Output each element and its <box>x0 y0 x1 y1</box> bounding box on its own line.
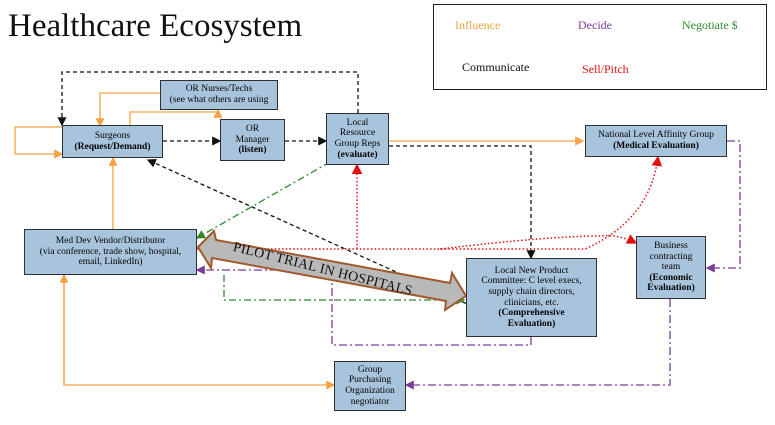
surgeons-to-or-nurses-arrow <box>129 108 223 126</box>
or-manager-line3: (listen) <box>238 145 267 156</box>
resource-to-committee-arrow <box>389 145 536 260</box>
or-manager-box: OR Manager (listen) <box>220 119 285 161</box>
vendor-line1: Med Dev Vendor/Distributor <box>55 236 166 247</box>
vendor-to-national-sell-arrow <box>197 155 663 250</box>
or-nurses-line2: (see what others are using <box>169 95 269 105</box>
page-title: Healthcare Ecosystem <box>8 8 303 44</box>
or-nurses-line1: OR Nurses/Techs <box>185 84 253 95</box>
legend-sell-label: Sell/Pitch <box>582 62 629 76</box>
gpo-line4: negotiator <box>350 396 390 407</box>
resource-to-vendor-negotiate-arrow <box>195 161 331 239</box>
gpo-box: Group Purchasing Organization negotiator <box>334 361 406 411</box>
committee-line6: Evaluation) <box>507 318 556 329</box>
committee-line5: (Comprehensive <box>498 308 565 319</box>
vendor-to-committee-negotiate-arrow <box>223 275 466 305</box>
national-box: National Level Affinity Group (Medical E… <box>585 125 727 157</box>
gpo-line3: Organization <box>345 386 395 396</box>
surgeons-line2: (Request/Demand) <box>74 141 151 152</box>
committee-line1: Local New Product <box>494 265 569 276</box>
or-manager-line1: OR <box>245 124 260 135</box>
legend-box <box>433 4 767 90</box>
gpo-line1: Group <box>357 364 383 375</box>
vendor-line2: (via conference, trade show, hospital, <box>39 246 182 257</box>
business-line3: team <box>661 262 681 273</box>
vendor-to-business-sell-arrow <box>439 234 638 250</box>
national-line1: National Level Affinity Group <box>598 130 714 141</box>
surgeons-line1: Surgeons <box>94 130 131 141</box>
local-resource-box: Local Resource Group Reps (evaluate) <box>326 113 389 165</box>
legend-negotiate-label: Negotiate $ <box>682 18 738 32</box>
business-line1: Business <box>654 240 688 251</box>
local-resource-line4: (evaluate) <box>337 149 378 160</box>
local-resource-line1: Local <box>346 117 369 128</box>
surgeons-box: Surgeons (Request/Demand) <box>62 125 163 158</box>
vendor-box: Med Dev Vendor/Distributor (via conferen… <box>24 229 197 275</box>
resource-to-surgeons-top-arrow <box>57 71 359 127</box>
committee-line2: Committee: C level execs, <box>481 276 582 287</box>
legend-communicate-label: Communicate <box>462 60 530 74</box>
committee-to-surgeons-arrow <box>146 159 486 313</box>
national-line2: (Medical Evaluation) <box>613 141 699 151</box>
or-nurses-box: OR Nurses/Techs (see what others are usi… <box>160 80 278 110</box>
vendor-gpo-arrow <box>63 277 336 390</box>
local-resource-line3: Group Reps <box>334 139 381 149</box>
gpo-line2: Purchasing <box>348 375 392 386</box>
committee-box: Local New Product Committee: C level exe… <box>466 258 597 337</box>
business-to-gpo-arrow <box>404 299 671 390</box>
legend-influence-label: Influence <box>455 18 501 32</box>
national-to-business-arrow <box>705 140 741 273</box>
committee-line3: supply chain directors, <box>488 286 575 297</box>
or-nurses-to-surgeons-arrow <box>95 92 160 128</box>
local-resource-line2: Resource <box>339 128 376 139</box>
business-line2: contracting <box>649 251 693 262</box>
business-line5: Evaluation) <box>647 283 695 294</box>
business-box: Business contracting team (Economic Eval… <box>636 236 706 299</box>
business-line4: (Economic <box>649 272 693 283</box>
legend-decide-label: Decide <box>578 18 612 32</box>
or-manager-line2: Manager <box>235 134 270 145</box>
vendor-line3: email, LinkedIn) <box>78 257 143 268</box>
committee-line4: clinicians, etc. <box>504 297 559 308</box>
surgeons-self-loop-arrow <box>14 126 64 159</box>
